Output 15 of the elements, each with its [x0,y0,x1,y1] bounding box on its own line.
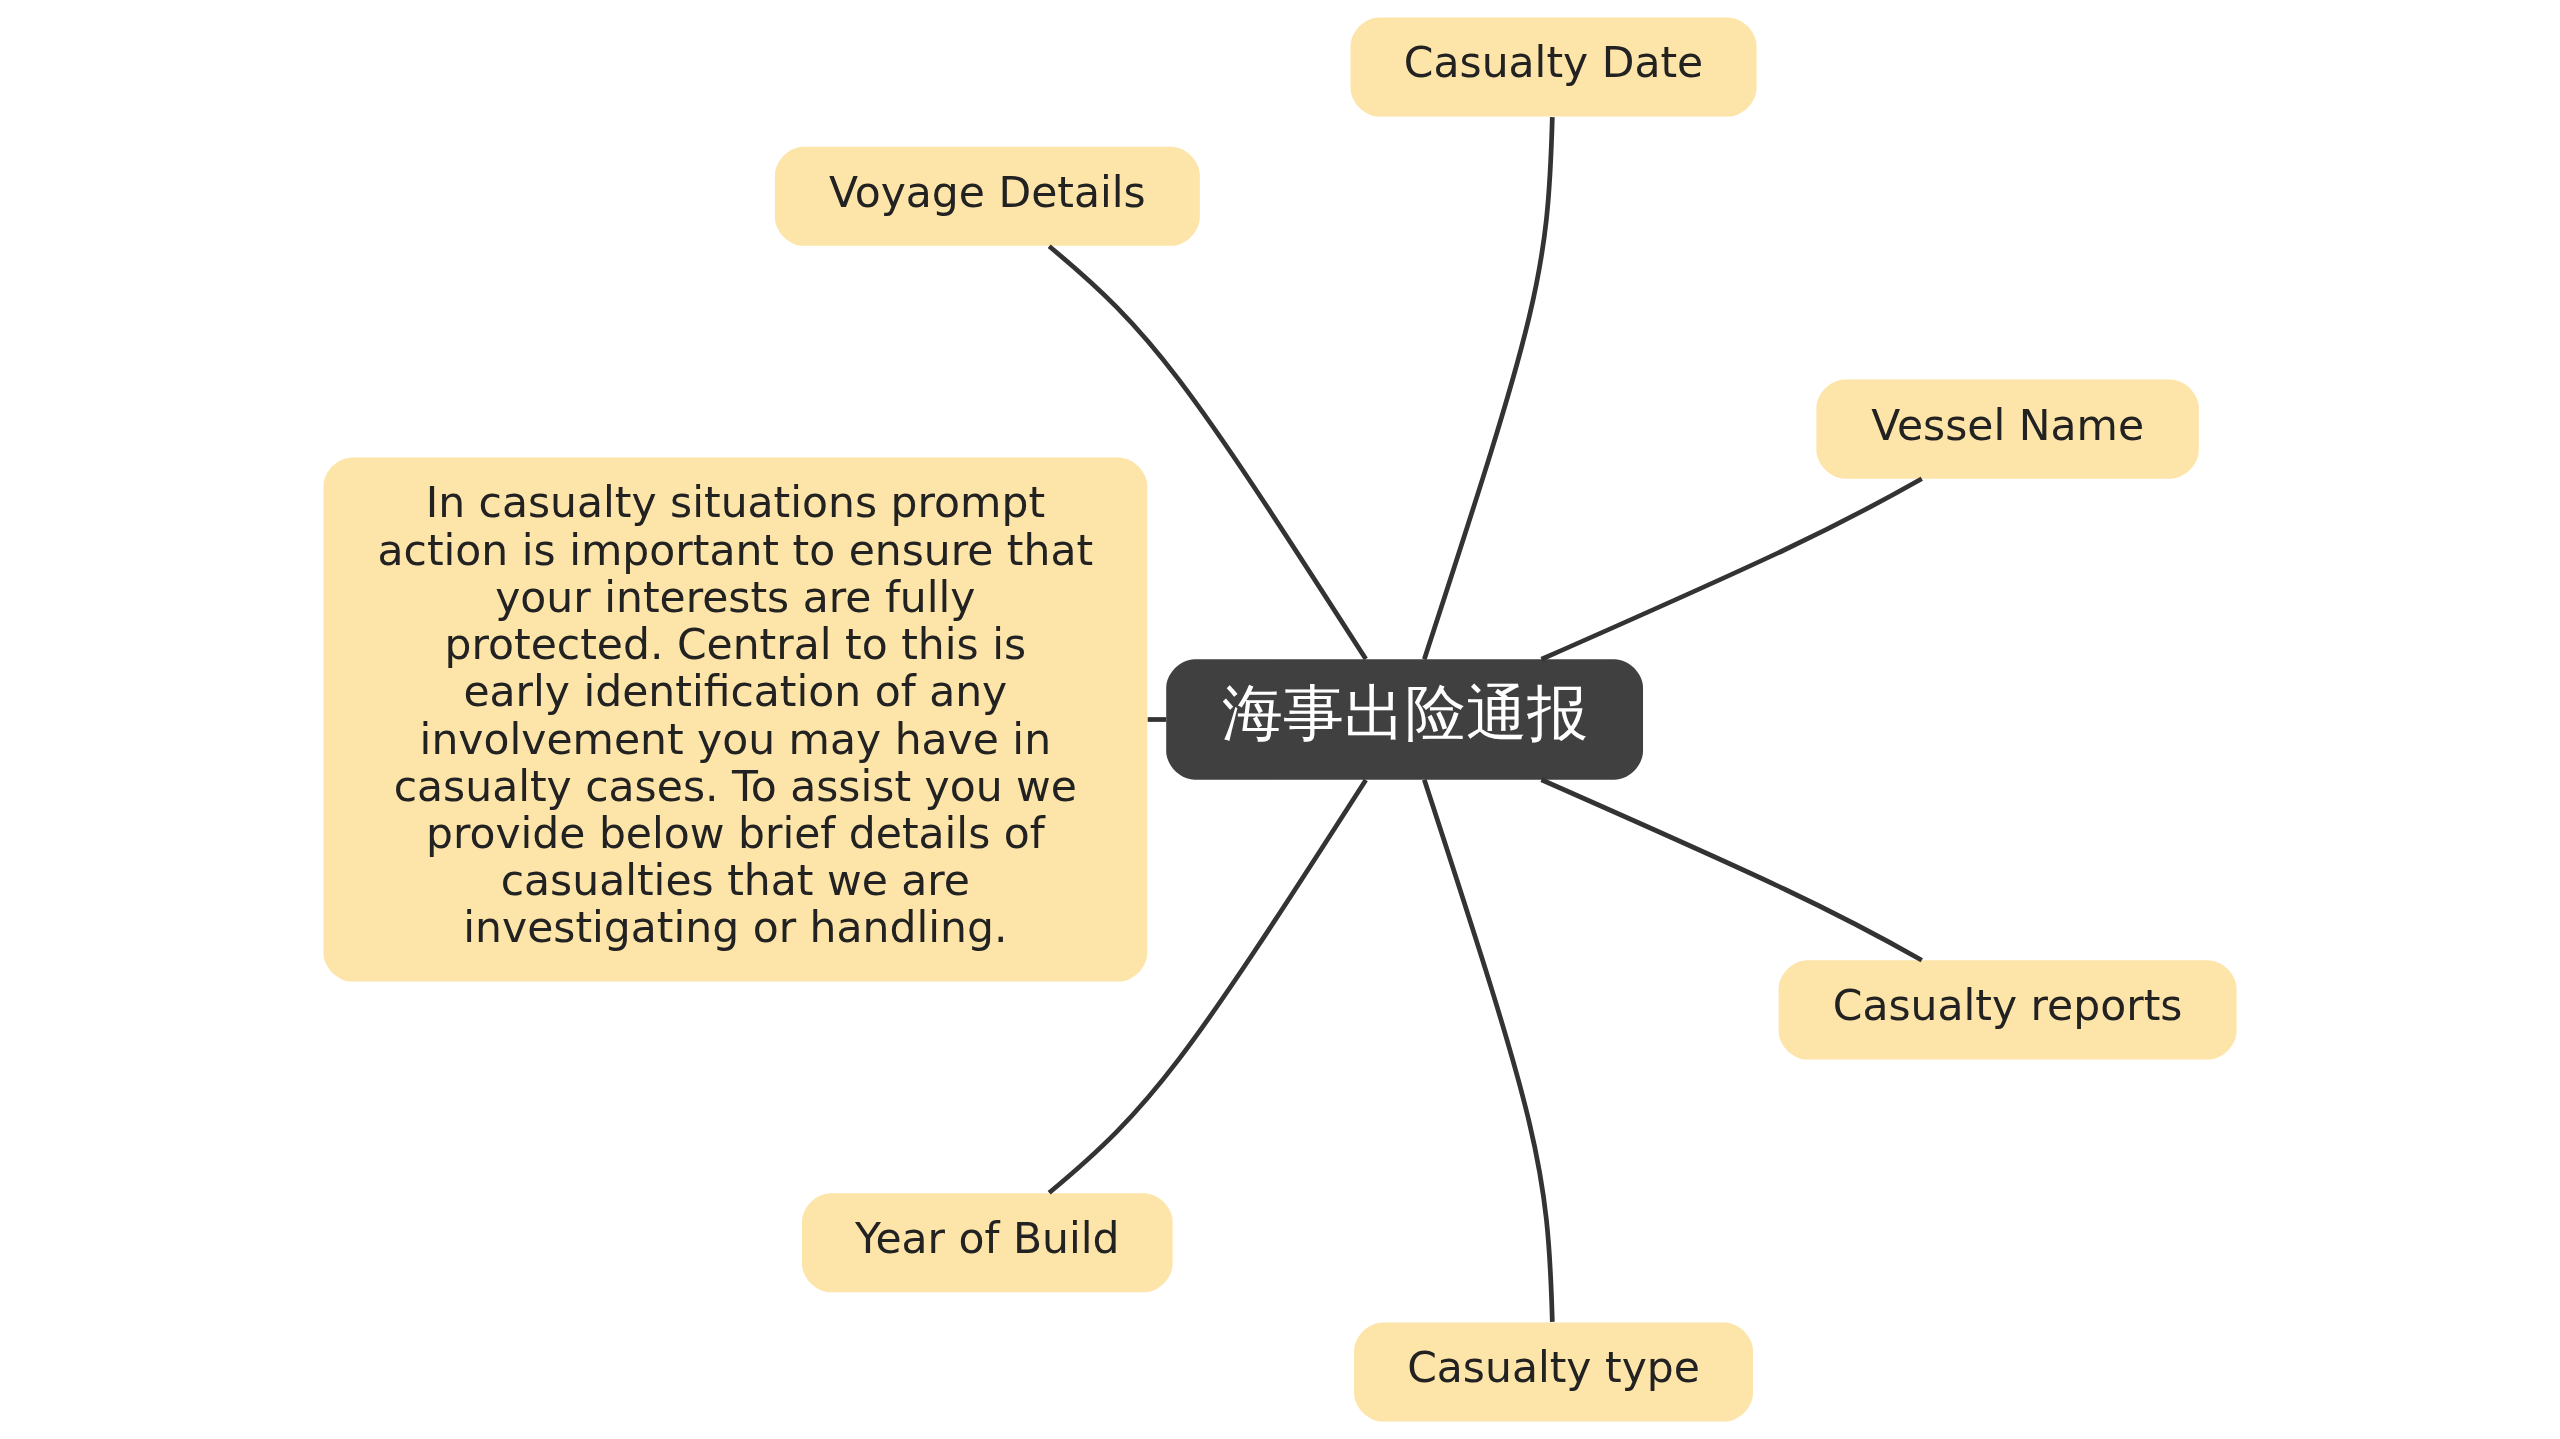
node-box: Vessel Name [1816,379,2199,479]
connector [1047,778,1368,1195]
connector [1540,476,1923,662]
node-box: 海事出险通报 [1166,659,1643,780]
node-box: Year of Build [802,1193,1173,1293]
connector [1147,717,1167,722]
node-box: Casualty type [1354,1322,1753,1422]
connector [1422,779,1555,1322]
node-box: Voyage Details [774,146,1200,246]
connector [1540,777,1923,963]
connector [1047,244,1368,661]
node-box: Casualty reports [1778,960,2237,1060]
node-box: Casualty Date [1350,17,1757,117]
node-box: In casualty situations prompt action is important to ensure that your interests are fully protected. Central to this is early identification of any involvement you may have in casualty cases. To assist you we provide below brief details of casualties that we are investigating or handling. [323,457,1148,982]
connector [1422,117,1555,660]
